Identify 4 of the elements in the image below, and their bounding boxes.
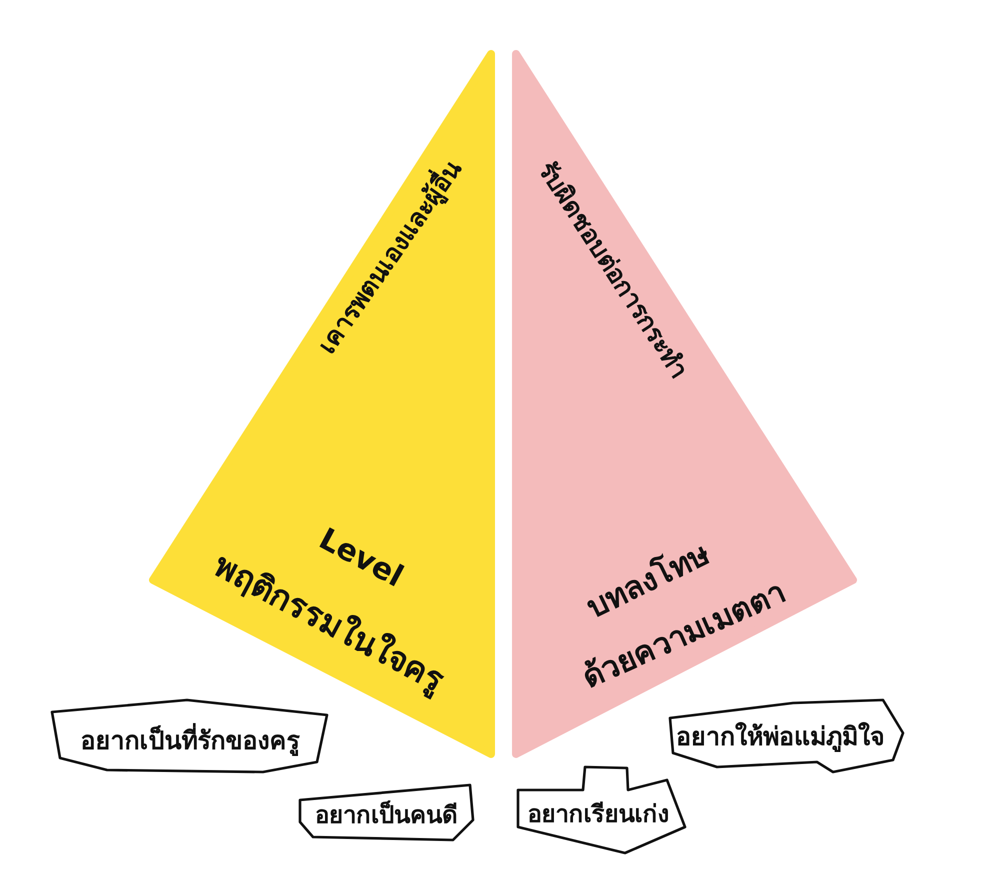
outlined-tag: อยากเรียนเก่ง	[516, 765, 687, 855]
outlined-tag: อยากเป็นคนดี	[298, 783, 475, 842]
outlined-tag: อยากเป็นที่รักของครู	[50, 698, 330, 775]
outlined-tag: อยากให้พ่อแม่ภูมิใจ	[668, 698, 905, 774]
